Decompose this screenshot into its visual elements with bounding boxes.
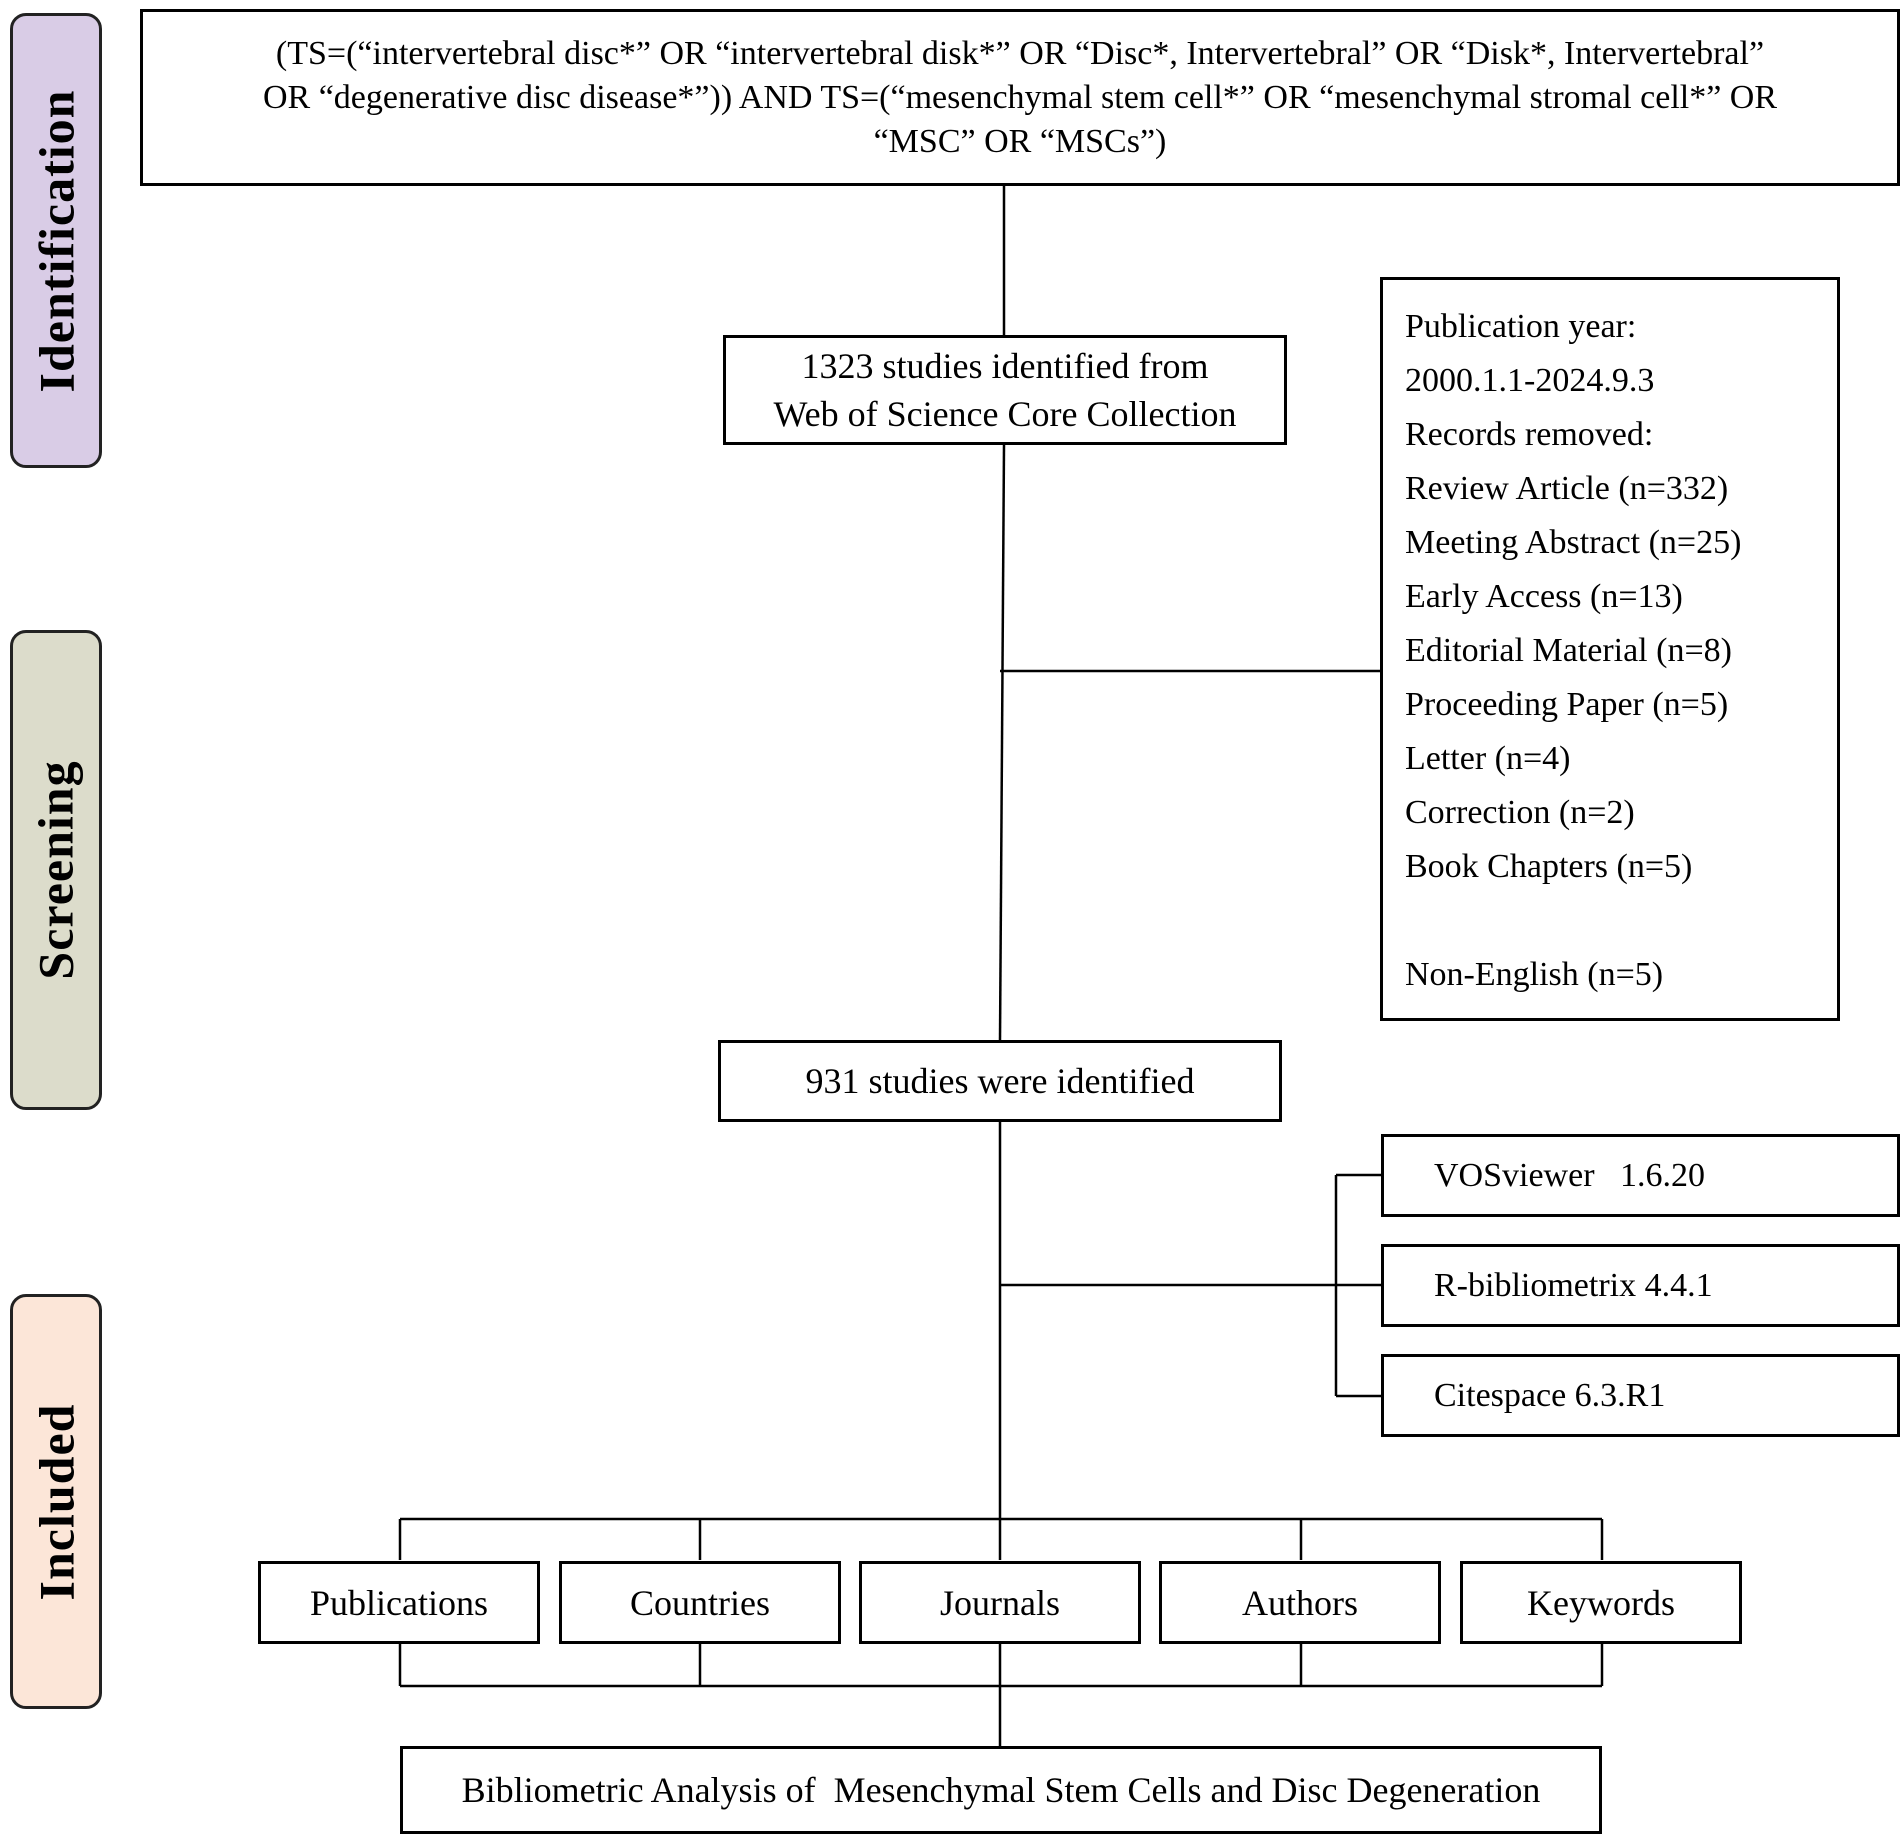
- stage-label: Screening: [28, 760, 84, 980]
- exclusion-line: Non-English (n=5): [1405, 956, 1664, 993]
- tool-label: R-bibliometrix 4.4.1: [1434, 1266, 1713, 1304]
- exclusion-line: Meeting Abstract (n=25): [1405, 524, 1742, 561]
- identified-line: 1323 studies identified from: [801, 346, 1209, 386]
- identified-line: Web of Science Core Collection: [773, 394, 1237, 434]
- analysis-label: Countries: [630, 1582, 770, 1623]
- analysis-label: Journals: [940, 1582, 1060, 1623]
- exclusion-line: Review Article (n=332): [1405, 470, 1729, 507]
- exclusion-line: Letter (n=4): [1405, 740, 1571, 777]
- exclusion-line: Proceeding Paper (n=5): [1405, 686, 1729, 723]
- analysis-box-keywords: Keywords: [1460, 1561, 1742, 1644]
- tool-box-vosviewer: VOSviewer 1.6.20: [1381, 1134, 1900, 1217]
- exclusion-line: Correction (n=2): [1405, 794, 1635, 831]
- query-line: OR “degenerative disc disease*”)) AND TS…: [262, 78, 1778, 116]
- tool-box-citespace: Citespace 6.3.R1: [1381, 1354, 1900, 1437]
- exclusion-line: Early Access (n=13): [1405, 578, 1683, 615]
- analysis-label: Keywords: [1527, 1582, 1675, 1623]
- analysis-box-publications: Publications: [258, 1561, 540, 1644]
- final-label: Bibliometric Analysis of Mesenchymal Ste…: [461, 1770, 1541, 1810]
- exclusion-line: Book Chapters (n=5): [1405, 848, 1693, 885]
- tool-box-bibliometrix: R-bibliometrix 4.4.1: [1381, 1244, 1900, 1327]
- screened-label: 931 studies were identified: [805, 1061, 1195, 1101]
- tool-label: Citespace 6.3.R1: [1434, 1376, 1666, 1414]
- query-line: “MSC” OR “MSCs”): [873, 122, 1167, 160]
- analysis-box-authors: Authors: [1159, 1561, 1441, 1644]
- exclusion-line: Editorial Material (n=8): [1405, 632, 1732, 669]
- identified-box: 1323 studies identified from Web of Scie…: [723, 335, 1287, 445]
- stage-tab-identification: Identification: [10, 13, 102, 468]
- exclusion-line: Publication year:: [1405, 308, 1637, 345]
- analysis-box-journals: Journals: [859, 1561, 1141, 1644]
- stage-tab-included: Included: [10, 1294, 102, 1709]
- analysis-label: Authors: [1242, 1582, 1358, 1623]
- exclusion-line: Records removed:: [1405, 416, 1654, 453]
- query-line: (TS=(“intervertebral disc*” OR “interver…: [275, 34, 1765, 72]
- search-query-box: (TS=(“intervertebral disc*” OR “interver…: [140, 9, 1900, 186]
- analysis-label: Publications: [310, 1582, 488, 1623]
- exclusion-spacer: [1405, 894, 1837, 948]
- stage-tab-screening: Screening: [10, 630, 102, 1110]
- screened-box: 931 studies were identified: [718, 1040, 1282, 1122]
- final-analysis-box: Bibliometric Analysis of Mesenchymal Ste…: [400, 1746, 1602, 1834]
- analysis-box-countries: Countries: [559, 1561, 841, 1644]
- stage-label: Included: [28, 1403, 84, 1600]
- exclusion-line: 2000.1.1-2024.9.3: [1405, 362, 1655, 399]
- tool-label: VOSviewer 1.6.20: [1434, 1156, 1706, 1194]
- stage-label: Identification: [28, 89, 84, 392]
